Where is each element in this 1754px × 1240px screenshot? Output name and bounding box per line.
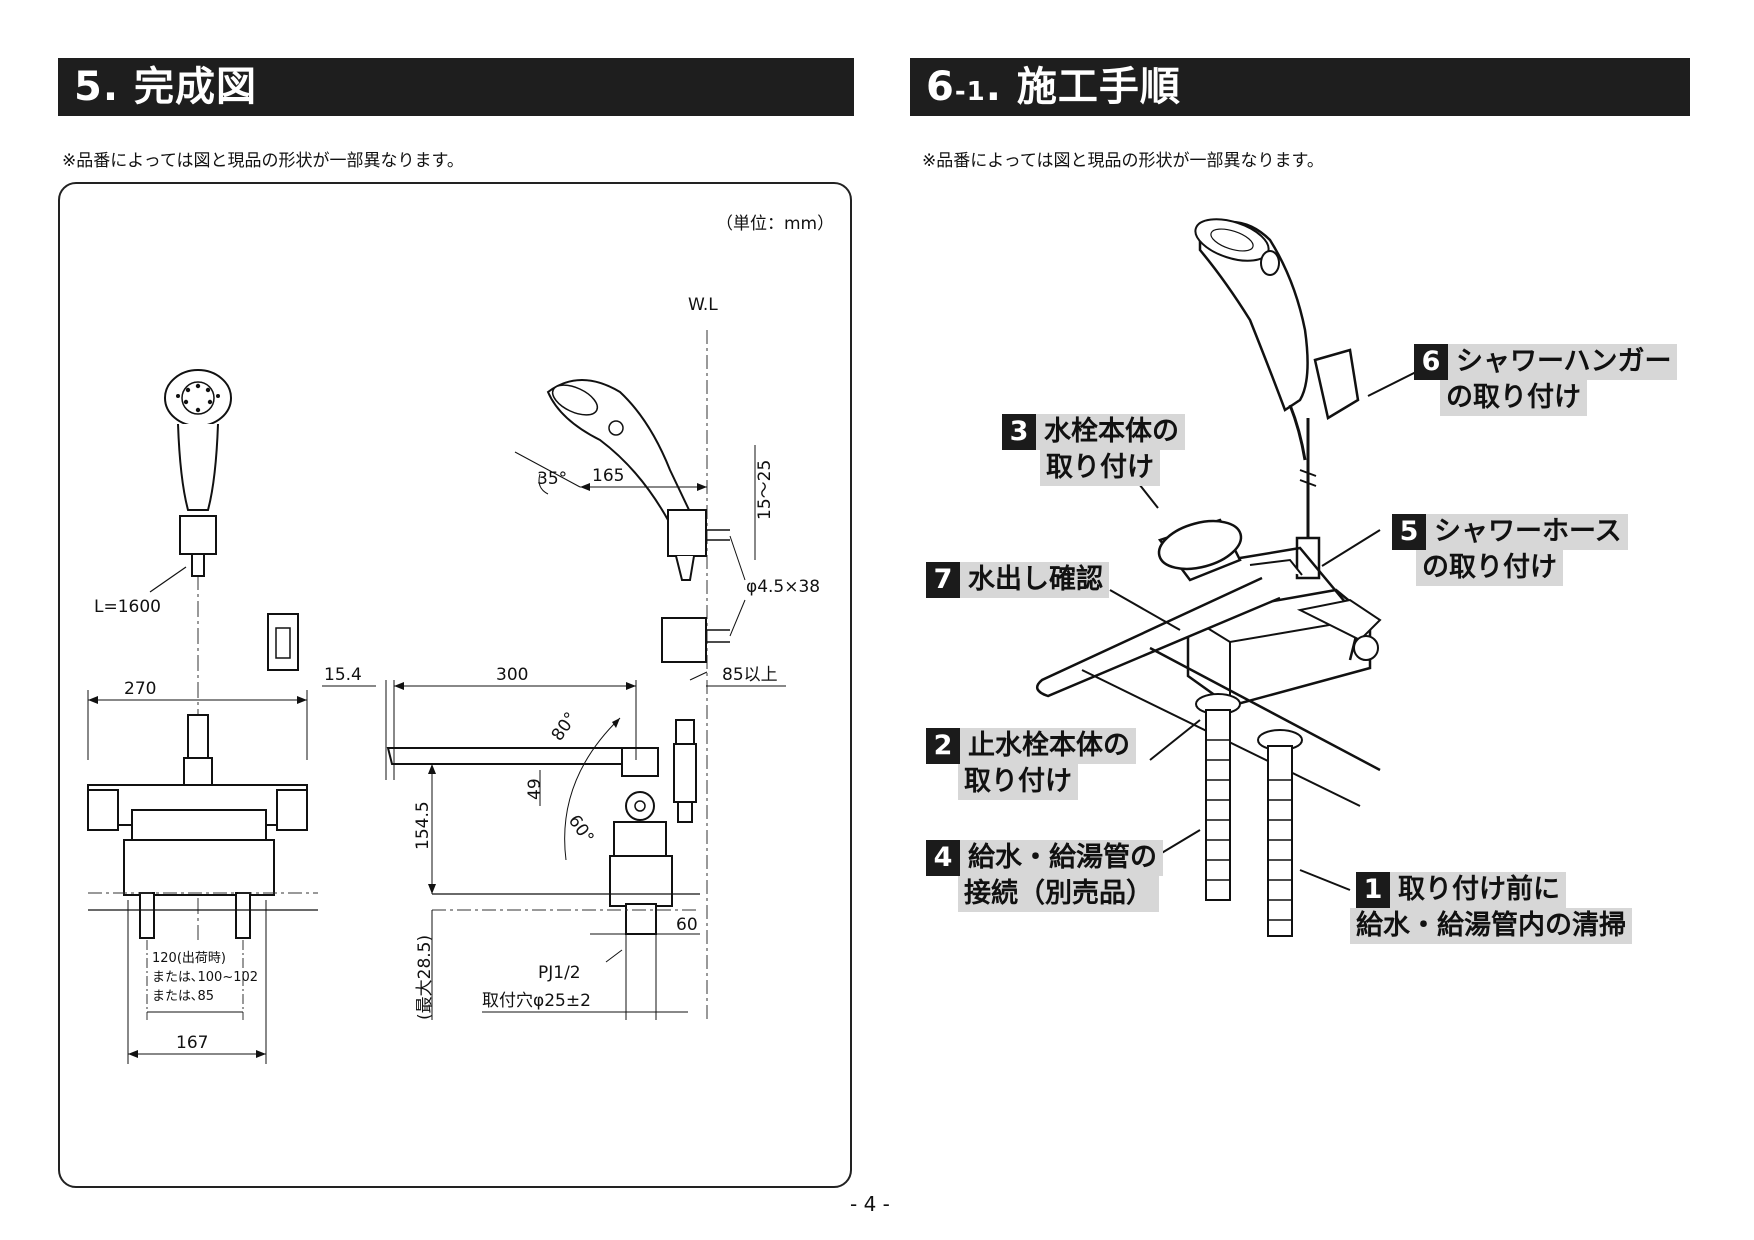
step-1-label-2: 給水・給湯管内の清掃: [1350, 908, 1632, 944]
section-header-procedure: 6-1. 施工手順: [910, 58, 1690, 116]
header-number: 5.: [74, 64, 120, 110]
step-6-num: 6: [1414, 344, 1448, 380]
page-number: - 4 -: [850, 1192, 890, 1216]
header-sub-right: -1: [954, 77, 986, 107]
step-6-label-2: の取り付け: [1440, 380, 1587, 416]
step-3-num: 3: [1002, 414, 1036, 450]
step-4-label-2: 接続（別売品）: [958, 876, 1159, 912]
drawing-panel: [58, 182, 852, 1188]
note-left: ※品番によっては図と現品の形状が一部異なります。: [62, 151, 464, 171]
step-5-label-2: の取り付け: [1416, 550, 1563, 586]
header-number-right: 6: [926, 64, 955, 110]
step-5-num: 5: [1392, 514, 1426, 550]
step-7-num: 7: [926, 562, 960, 598]
section-header-completion: 5. 完成図: [58, 58, 854, 116]
header-title: 完成図: [133, 64, 257, 110]
step-3-label-2: 取り付け: [1040, 450, 1160, 486]
note-right: ※品番によっては図と現品の形状が一部異なります。: [922, 151, 1324, 171]
step-2-num: 2: [926, 728, 960, 764]
step-2-label-2: 取り付け: [958, 764, 1078, 800]
illus-shower-head: [1194, 218, 1309, 461]
illus-faucet-body: [1035, 518, 1382, 708]
step-1-num: 1: [1356, 872, 1390, 908]
header-title-right: . 施工手順: [985, 64, 1181, 110]
illus-supply-pipes: [1195, 693, 1303, 937]
step-4-num: 4: [926, 840, 960, 876]
